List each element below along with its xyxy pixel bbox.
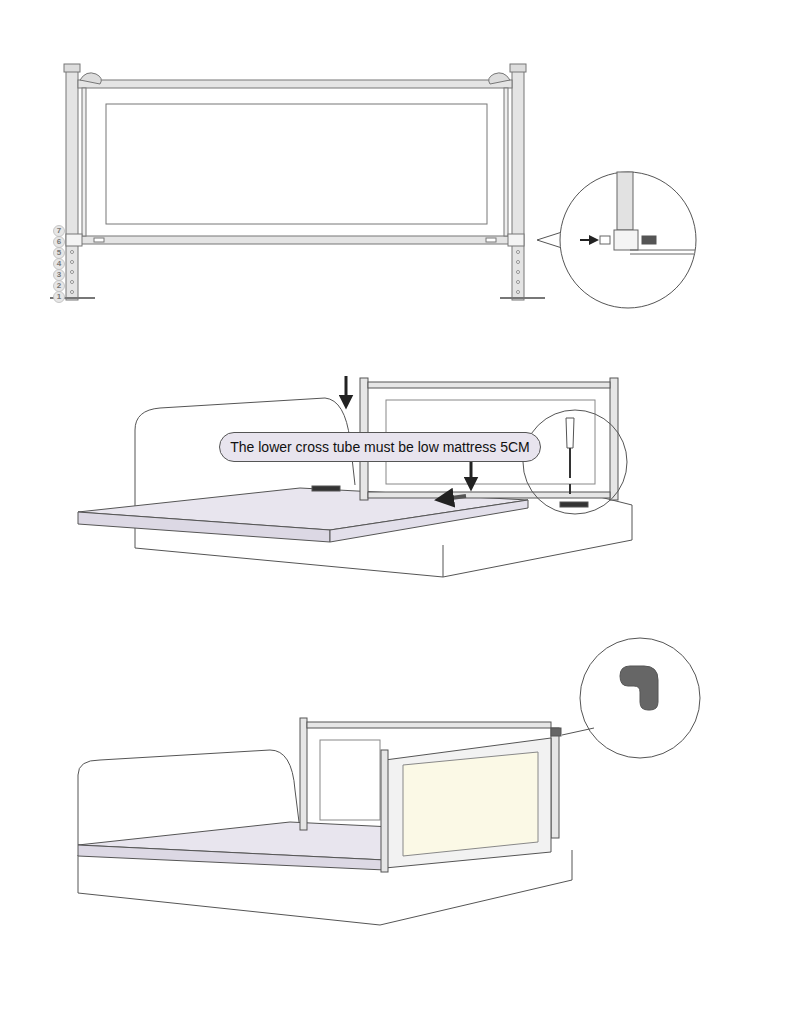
bed-installed xyxy=(78,638,700,925)
adjust-holes xyxy=(71,251,520,294)
callout-pill: The lower cross tube must be low mattres… xyxy=(219,432,541,462)
callout-number: 7 xyxy=(57,227,61,235)
number-circles xyxy=(54,226,65,303)
callout-number: 5 xyxy=(57,249,61,257)
rail-front-view xyxy=(50,64,545,300)
detail-zoom-1 xyxy=(537,172,696,308)
callout-number: 4 xyxy=(57,260,61,268)
callout-text: The lower cross tube must be low mattres… xyxy=(230,439,530,455)
callout-number: 1 xyxy=(57,293,61,301)
bed-install xyxy=(78,376,632,577)
callout-number: 3 xyxy=(57,271,61,279)
callout-number: 2 xyxy=(57,282,61,290)
callout-number: 6 xyxy=(57,238,61,246)
